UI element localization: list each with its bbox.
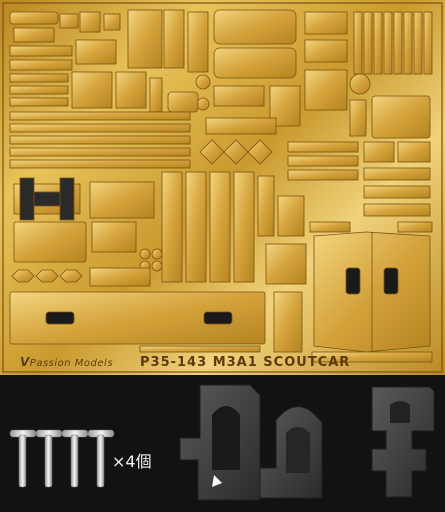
brand-name: Passion Models — [29, 358, 114, 369]
resin-part-3 — [371, 386, 435, 498]
photo-etch-sheet: VPassion Models P35-143 M3A1 SCOUTCAR — [0, 0, 445, 375]
brand-logo: VPassion Models — [20, 355, 113, 371]
accessory-parts-drawing — [9, 384, 435, 501]
product-label: P35-143 M3A1 SCOUTCAR — [140, 355, 350, 373]
product-code: P35-143 — [140, 355, 208, 370]
accessory-parts-panel: ×4個 — [0, 375, 445, 512]
quantity-label: ×4個 — [112, 452, 152, 471]
resin-part-1 — [179, 384, 261, 501]
pin-group — [9, 429, 115, 488]
etched-parts-drawing — [2, 2, 443, 373]
brand-mark: V — [20, 355, 30, 369]
product-name: M3A1 SCOUTCAR — [212, 355, 351, 370]
resin-part-2 — [259, 406, 323, 499]
